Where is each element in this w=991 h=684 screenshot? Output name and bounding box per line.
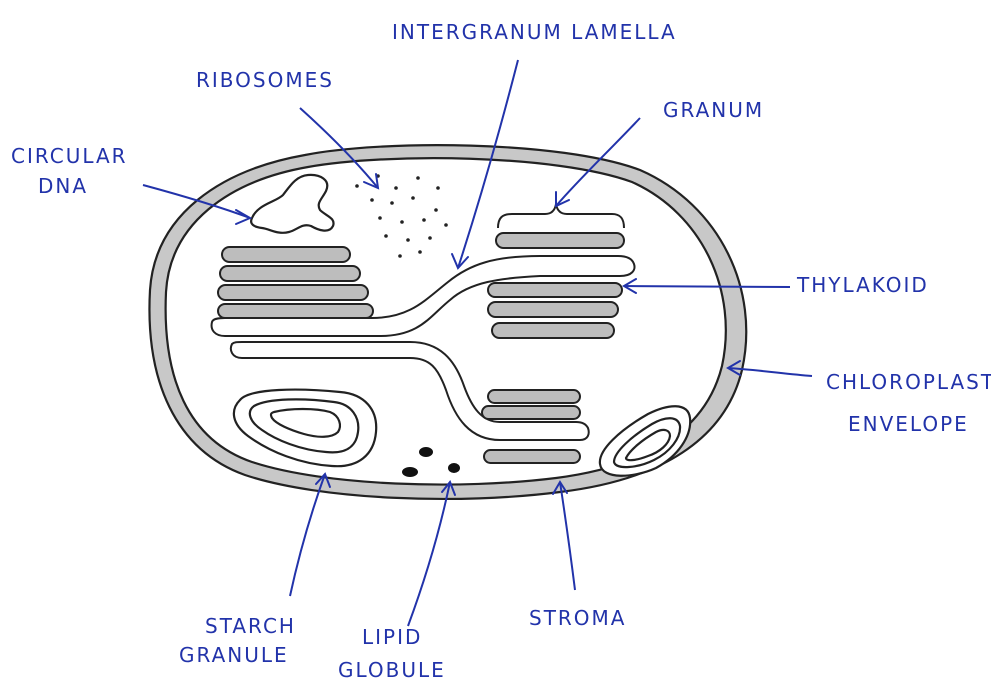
arrow-lipid-globule bbox=[408, 482, 450, 626]
label-lipid-globule-line1: LIPID bbox=[362, 627, 422, 647]
label-circular-dna-line1: CIRCULAR bbox=[11, 146, 128, 166]
label-circular-dna-line2: DNA bbox=[38, 176, 88, 196]
label-stroma: STROMA bbox=[529, 608, 627, 628]
label-ribosomes: RIBOSOMES bbox=[196, 70, 334, 90]
upper-right-granum bbox=[488, 233, 624, 338]
arrow-thylakoid bbox=[624, 286, 790, 287]
label-chloroplast-envelope-line1: CHLOROPLAST bbox=[826, 372, 991, 392]
label-starch-granule-line2: GRANULE bbox=[179, 645, 289, 665]
arrow-stroma bbox=[560, 482, 575, 590]
label-intergranum-lamella: INTERGRANUM LAMELLA bbox=[392, 22, 677, 42]
label-thylakoid: THYLAKOID bbox=[797, 275, 929, 295]
label-lipid-globule-line2: GLOBULE bbox=[338, 660, 446, 680]
label-chloroplast-envelope-line2: ENVELOPE bbox=[848, 414, 969, 434]
label-granum: GRANUM bbox=[663, 100, 764, 120]
label-starch-granule-line1: STARCH bbox=[205, 616, 296, 636]
